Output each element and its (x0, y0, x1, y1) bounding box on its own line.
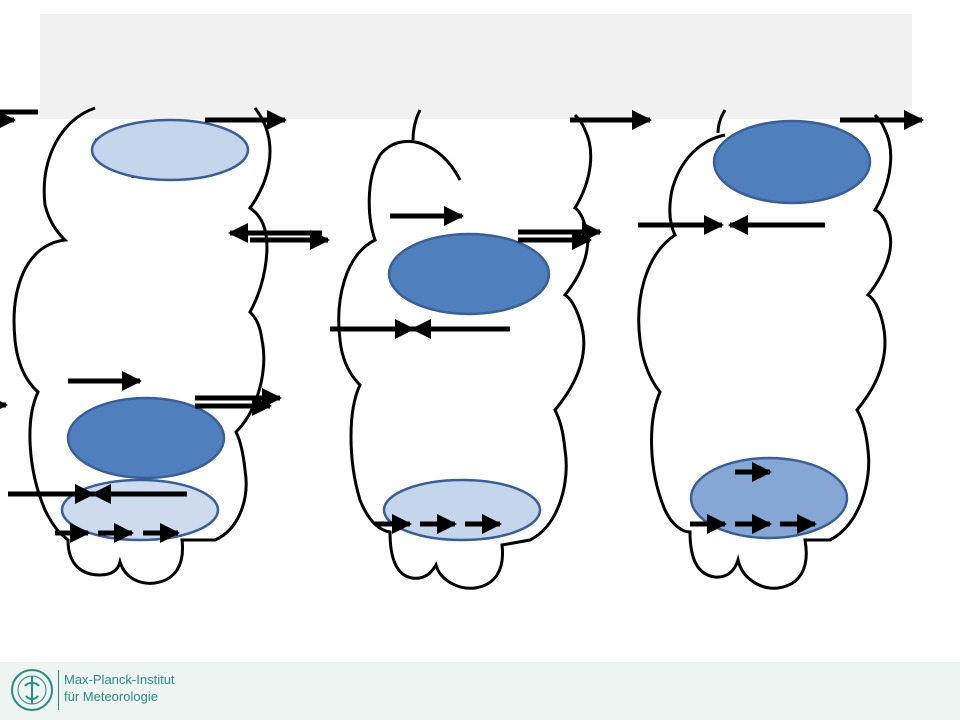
ellipse-dark-mid-1 (66, 396, 226, 480)
panel-3-arrows (638, 110, 924, 534)
panel-1-arrows (0, 109, 330, 543)
ellipse-light-bottom-2 (382, 478, 542, 542)
ellipse-dark-top-3 (712, 119, 872, 205)
logo-divider (58, 670, 59, 710)
institute-name: Max-Planck-Institut für Meteorologie (64, 671, 175, 705)
ellipse-light-top-1 (90, 118, 250, 182)
slide-title-box (40, 14, 912, 119)
panel-3-ellipses (689, 119, 872, 540)
panel-2-ellipses (382, 232, 551, 542)
ellipse-dark-mid-2 (387, 232, 551, 316)
panel-1-ellipses (60, 118, 250, 542)
cloud-outline-3 (637, 113, 893, 590)
footer-bar (0, 662, 960, 720)
institute-name-line1: Max-Planck-Institut (64, 672, 175, 687)
institute-name-line2: für Meteorologie (64, 689, 158, 704)
institute-logo-icon (11, 669, 53, 711)
cloud-panel-3 (637, 109, 893, 590)
panel-2-arrows (330, 110, 652, 534)
